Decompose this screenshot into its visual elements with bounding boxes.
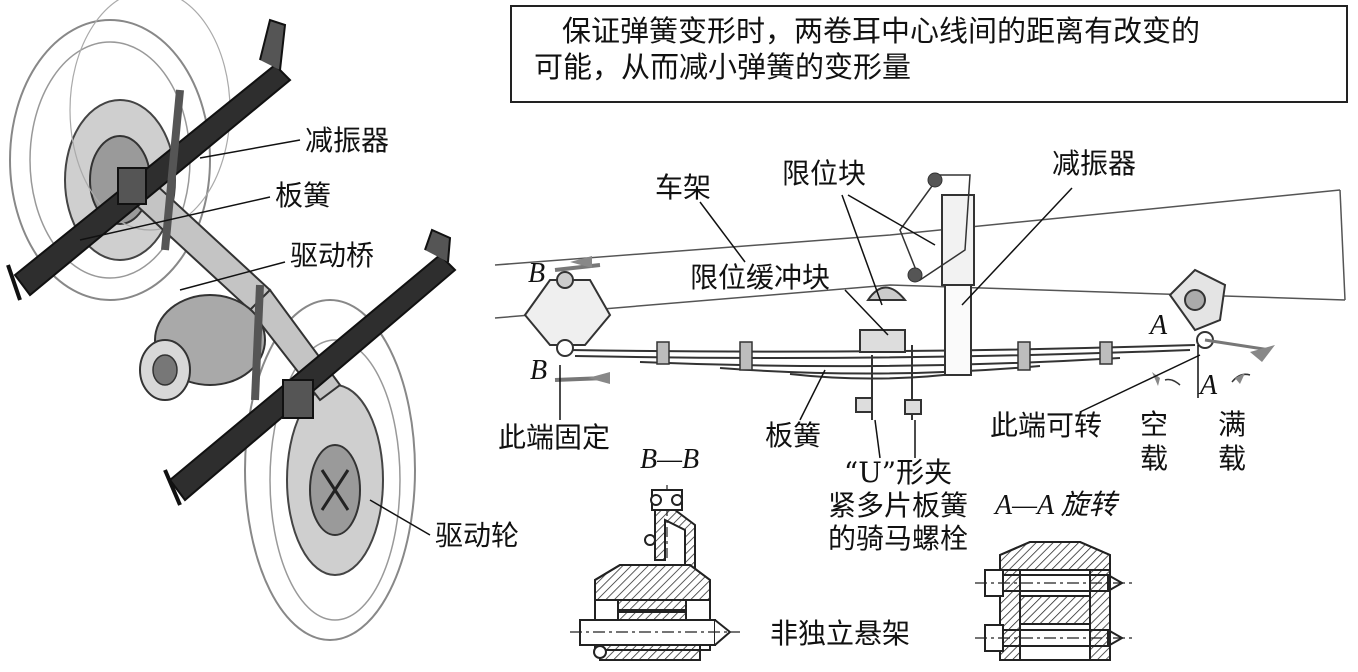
side-leaf-spring [569,341,1196,380]
lower-leaf-spring [163,228,457,506]
caption-non-independent-suspension: 非独立悬架 [770,617,911,650]
label-left-shock-absorber: 减振器 [305,124,390,157]
label-fixed-end: 此端固定 [498,421,611,454]
drive-wheel [244,299,416,641]
label-full-load-char-1: 满 [1217,408,1246,441]
label-pivot-end: 此端可转 [990,409,1103,442]
label-right-shock-absorber: 减振器 [1052,147,1137,180]
label-drive-wheel: 驱动轮 [435,519,520,552]
upper-shock-absorber [161,89,184,251]
upper-leaf-spring [6,18,292,301]
label-u-bolt-line-2: 紧多片板簧 [827,489,968,522]
section-b-b-drawing [570,485,740,661]
load-arrows [570,256,1275,386]
label-u-bolt-line-3: 的骑马螺栓 [827,522,968,555]
label-empty-load-char-2: 载 [1139,442,1168,475]
label-full-load-char-2: 载 [1217,442,1246,475]
shackle-end [1164,268,1271,386]
side-shock-absorber [899,172,975,376]
side-view-diagram [494,172,1346,459]
design-note-box: 保证弹簧变形时，两卷耳中心线间的距离有改变的 可能，从而减小弹簧的变形量 [510,5,1348,103]
left-suspension-illustration [6,0,457,641]
label-section-b-bottom: B [530,355,548,386]
note-line-2: 可能，从而减小弹簧的变形量 [534,50,912,84]
section-a-a-drawing [975,541,1135,661]
label-drive-axle: 驱动桥 [290,239,375,272]
note-line-1: 保证弹簧变形时，两卷耳中心线间的距离有改变的 [562,14,1201,48]
label-section-b-top: B [528,258,546,289]
side-leader-lines [559,187,1201,459]
label-u-bolt: “U”形夹 紧多片板簧 的骑马螺栓 [818,456,978,555]
label-u-bolt-line-1: “U”形夹 [843,456,953,489]
label-empty-load: 空 载 [1138,408,1170,476]
label-section-a-a: A—A 旋转 [995,490,1117,521]
label-stop-buffer: 限位缓冲块 [690,261,831,294]
label-empty-load-char-1: 空 [1139,408,1168,441]
label-full-load: 满 载 [1216,408,1248,476]
label-section-a-bottom: A [1200,370,1218,401]
u-bolts [855,329,922,420]
fixed-end-bracket [523,263,612,382]
label-section-b-b: B—B [640,444,700,475]
lower-shock-absorber [251,284,264,401]
label-left-leaf-spring: 板簧 [275,179,332,212]
stop-buffer-block [866,286,908,301]
label-section-a-top: A [1150,310,1168,341]
label-right-leaf-spring: 板簧 [765,419,822,452]
label-frame: 车架 [655,171,712,204]
label-stop-block: 限位块 [782,157,867,190]
